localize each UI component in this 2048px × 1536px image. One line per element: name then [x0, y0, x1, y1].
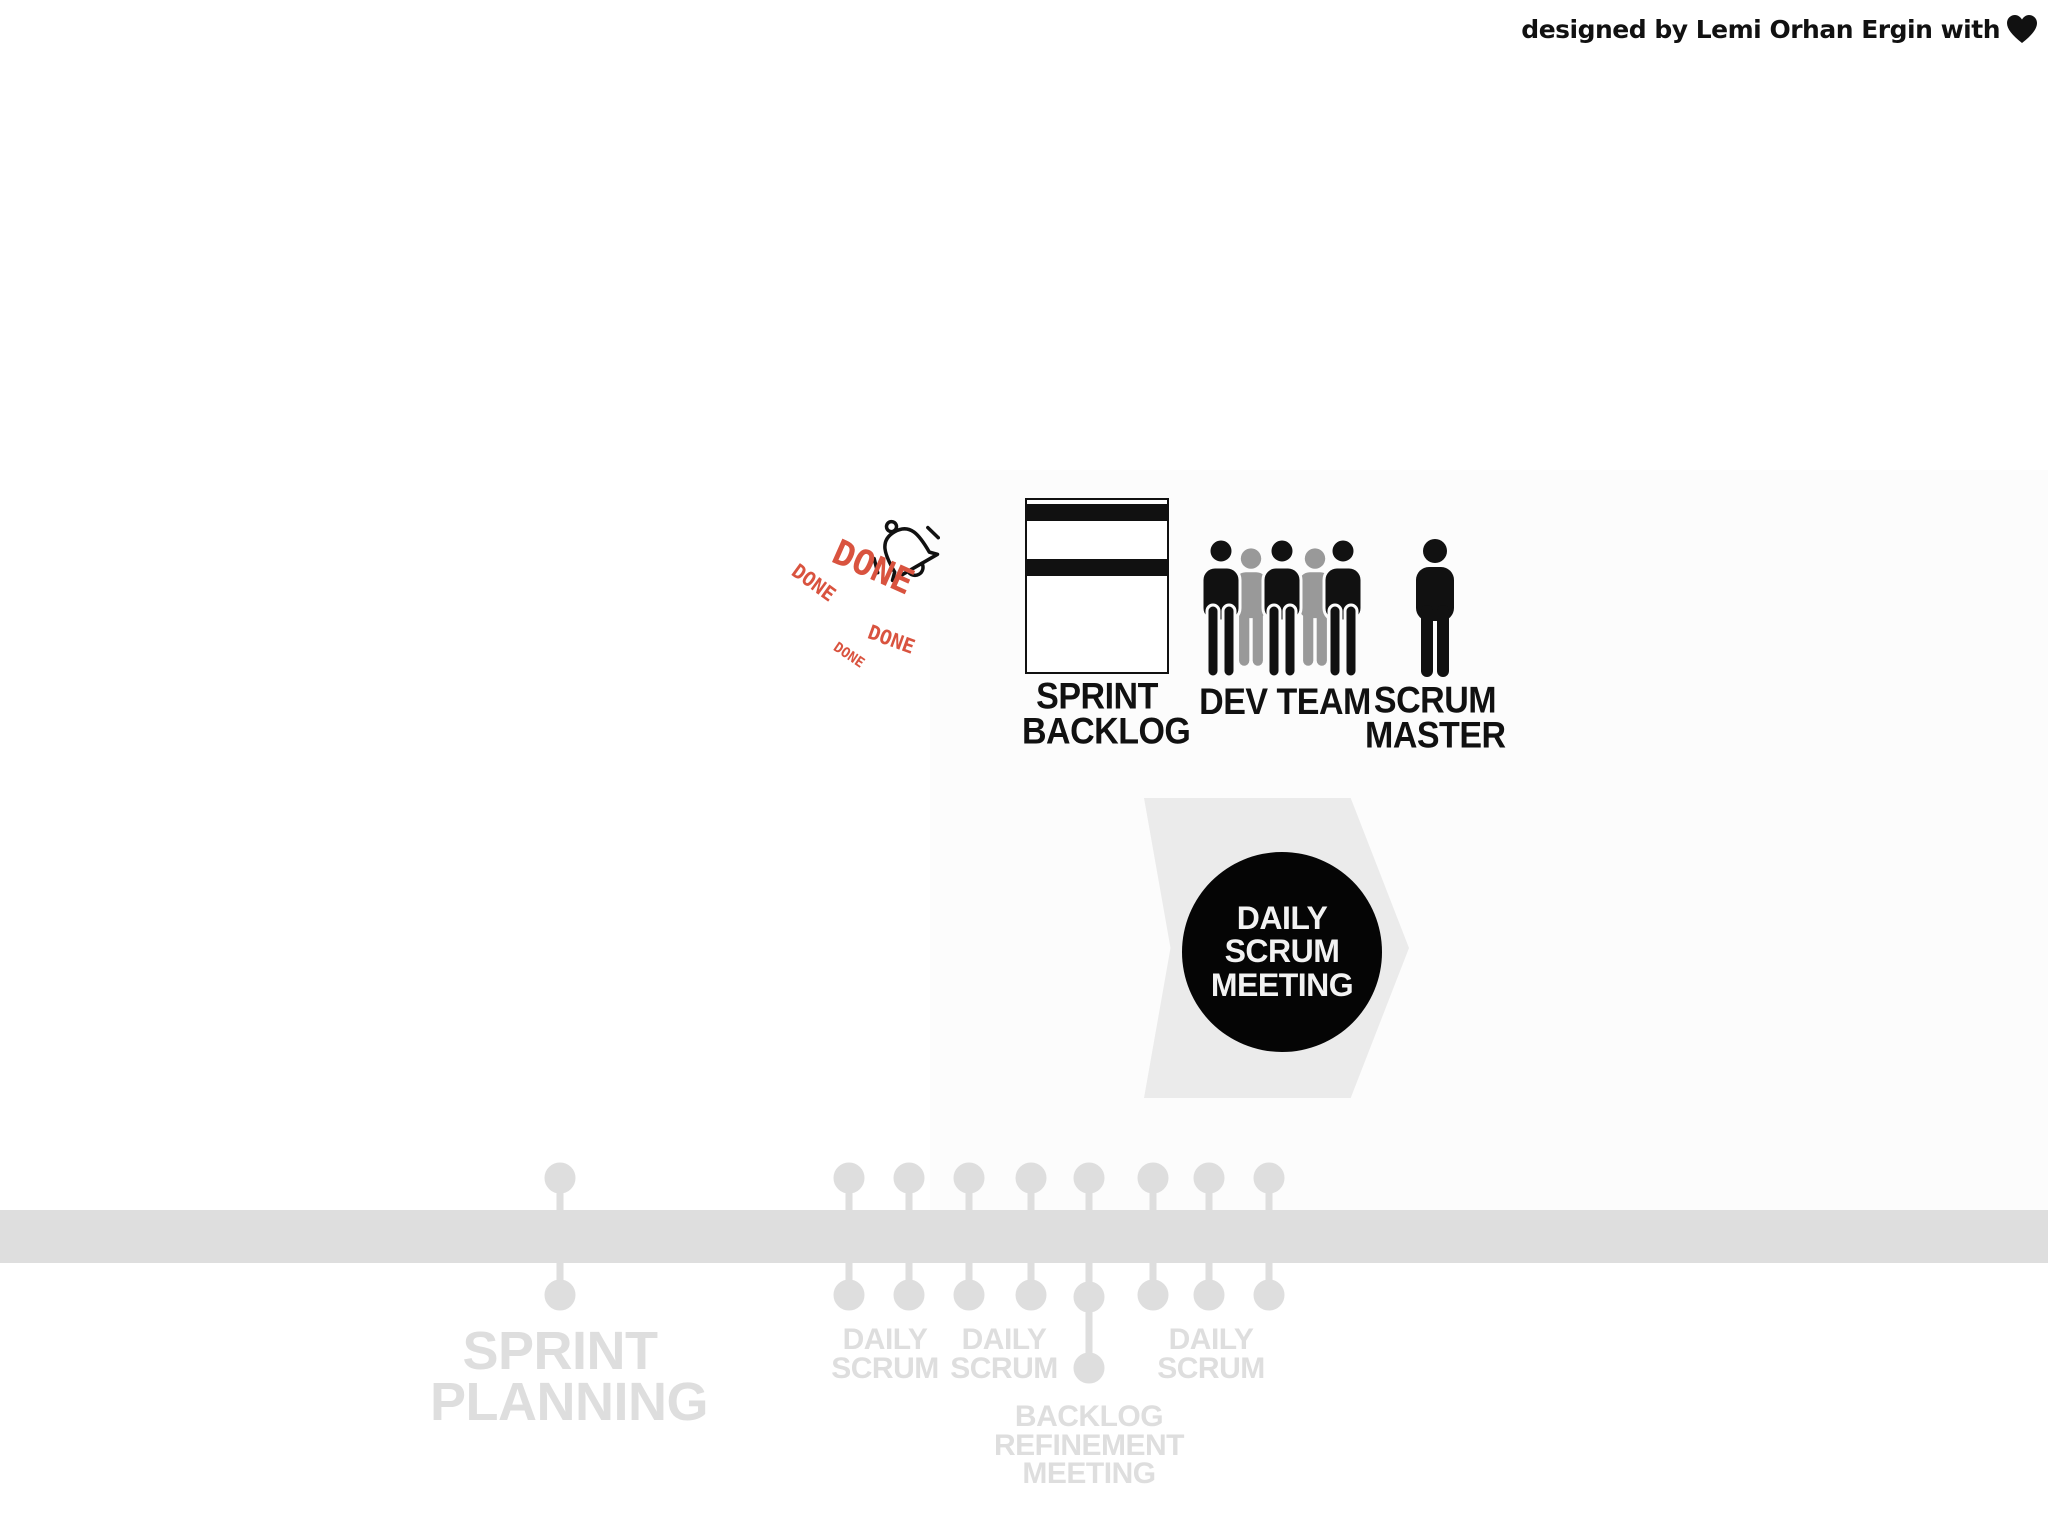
sprint-backlog-label: SPRINT BACKLOG — [1022, 675, 1191, 753]
dev-team-label: DEV TEAM — [1195, 681, 1375, 723]
sprint-planning-label: SPRINT PLANNING — [430, 1321, 709, 1433]
backlog-refinement-label: BACKLOG REFINEMENT MEETING — [984, 1400, 1194, 1490]
label-line: SCRUM — [1224, 933, 1340, 970]
daily-scrum-meeting-label: DAILY SCRUM MEETING — [1210, 899, 1354, 1003]
timeline-marker — [1253, 1162, 1285, 1311]
done-bell-group: DONE DONE DONE DONE — [787, 519, 940, 672]
timeline-marker — [893, 1162, 925, 1311]
label-line: MASTER — [1365, 714, 1506, 757]
timeline-marker — [544, 1162, 576, 1311]
daily-scrum-label: DAILY SCRUM — [939, 1323, 1069, 1385]
label-line: SCRUM — [1373, 679, 1497, 722]
daily-scrum-meeting-circle: DAILY SCRUM MEETING — [1182, 852, 1382, 1052]
label-line: SCRUM — [1157, 1351, 1265, 1385]
done-stamp-right: DONE — [865, 620, 918, 659]
label-line: DEV TEAM — [1199, 681, 1371, 723]
label-line: BACKLOG — [1022, 710, 1191, 753]
label-line: REFINEMENT — [994, 1428, 1185, 1462]
credit-text: designed by Lemi Orhan Ergin with — [1521, 14, 2000, 44]
backlog-bar — [1027, 559, 1167, 576]
label-line: DAILY — [842, 1323, 928, 1356]
scrum-master-icon — [1416, 539, 1454, 677]
sprint-backlog-icon — [1025, 498, 1169, 674]
daily-scrum-label: DAILY SCRUM — [820, 1323, 950, 1385]
timeline-marker — [1137, 1162, 1169, 1311]
timeline-marker — [1193, 1162, 1225, 1311]
scrum-master-label: SCRUM MASTER — [1365, 679, 1506, 757]
dev-team-icon — [1200, 537, 1364, 679]
label-line: SCRUM — [950, 1351, 1058, 1385]
bell-icon — [872, 519, 940, 583]
done-stamp-large: DONE — [826, 533, 919, 604]
label-line: MEETING — [1022, 1457, 1156, 1490]
credit-line: designed by Lemi Orhan Ergin with — [1521, 14, 2038, 44]
heart-icon — [2007, 15, 2037, 43]
timeline-marker — [1073, 1162, 1105, 1384]
label-line: MEETING — [1210, 966, 1354, 1003]
label-line: DAILY — [1236, 899, 1328, 936]
timeline-marker — [953, 1162, 985, 1311]
label-line: DAILY — [961, 1323, 1047, 1356]
label-line: SPRINT — [462, 1321, 658, 1381]
label-line: SPRINT — [1036, 675, 1158, 718]
timeline-markers — [544, 1162, 1285, 1384]
timeline-marker — [833, 1162, 865, 1311]
label-line: DAILY — [1168, 1323, 1254, 1356]
daily-scrum-label: DAILY SCRUM — [1146, 1323, 1276, 1385]
backlog-bar — [1027, 504, 1167, 521]
timeline-rail — [0, 1210, 2048, 1263]
label-line: BACKLOG — [1014, 1400, 1164, 1433]
timeline-marker — [1015, 1162, 1047, 1311]
label-line: PLANNING — [430, 1372, 709, 1433]
label-line: SCRUM — [831, 1351, 939, 1385]
done-stamp-small: DONE — [830, 639, 867, 671]
